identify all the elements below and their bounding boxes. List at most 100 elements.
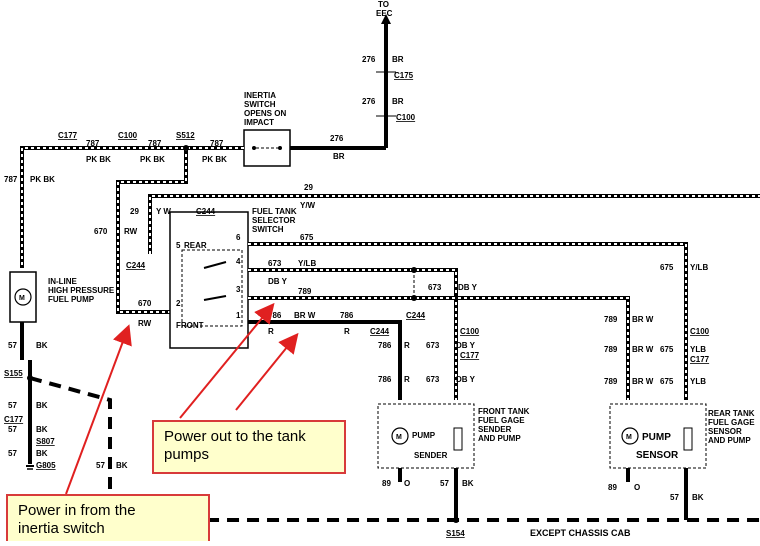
arrow-in (65, 324, 132, 495)
c244-sel: C244 (196, 207, 216, 216)
c244-673: C244 (406, 311, 426, 320)
c100-front: C100 (460, 327, 480, 336)
w29-b: 29 (304, 183, 313, 192)
inertia-switch (243, 129, 291, 167)
inertia-l2: SWITCH (244, 100, 276, 109)
callout-in-line2: inertia switch (18, 520, 105, 537)
brw-a: BR W (632, 315, 654, 324)
wire-673 (248, 267, 458, 400)
rt-l3: SENSOR (708, 427, 742, 436)
ft-l3: SENDER (478, 425, 512, 434)
dby-a: DB Y (268, 277, 288, 286)
rw-b: RW (138, 319, 152, 328)
c177-front: C177 (460, 351, 480, 360)
w786-b: 786 (340, 311, 354, 320)
ft-pump: PUMP (412, 431, 436, 440)
callout-power-out: Power out to the tank pumps (152, 420, 346, 474)
ft-l1: FRONT TANK (478, 407, 530, 416)
ylb-d: YLB (690, 377, 706, 386)
w675-b: 675 (660, 263, 674, 272)
callout-out-line1: Power out to the tank (164, 428, 306, 445)
w57-g: 57 (670, 493, 679, 502)
w787-c: 787 (210, 139, 224, 148)
pkbk-c: PK BK (202, 155, 227, 164)
n3: 3 (236, 285, 241, 294)
ft-m: M (396, 434, 402, 441)
inline-fuel-pump (9, 271, 37, 360)
rt-l4: AND PUMP (708, 436, 751, 445)
br-b: BR (392, 97, 404, 106)
c177-rear: C177 (690, 355, 710, 364)
s807-label: S807 (36, 437, 55, 446)
w787-a: 787 (86, 139, 100, 148)
w29-a: 29 (130, 207, 139, 216)
w789-a: 789 (298, 287, 312, 296)
pump-l3: FUEL PUMP (48, 295, 95, 304)
w786-a: 786 (268, 311, 282, 320)
o-a: O (404, 479, 410, 488)
brw-c: BR W (632, 377, 654, 386)
rt-m: M (626, 434, 632, 441)
callout-out-line2: pumps (164, 446, 210, 463)
s154-label: S154 (446, 529, 465, 538)
rt-sensor: SENSOR (636, 450, 679, 461)
inertia-l1: INERTIA (244, 91, 276, 100)
inertia-l3: OPENS ON (244, 109, 286, 118)
w670-a: 670 (94, 227, 108, 236)
g805-label: G805 (36, 461, 56, 470)
w675-d: 675 (660, 377, 674, 386)
w786-d: 786 (378, 375, 392, 384)
w673-b: 673 (428, 283, 442, 292)
pump-m: M (19, 295, 25, 302)
ft-l2: FUEL GAGE (478, 416, 525, 425)
rt-pump: PUMP (642, 432, 671, 443)
rear-label: REAR (184, 241, 207, 250)
brw-b: BR W (632, 345, 654, 354)
yw-b: Y/W (300, 201, 316, 210)
dby-b: DB Y (458, 283, 478, 292)
wire-787 (20, 145, 244, 314)
w673-a: 673 (268, 259, 282, 268)
c175-label: C175 (394, 71, 414, 80)
w789-b: 789 (604, 315, 618, 324)
dby-c: DB Y (456, 341, 476, 350)
arrow-out-2 (235, 332, 299, 411)
c100-rear: C100 (690, 327, 710, 336)
eec-feed (290, 14, 396, 150)
yw-a: Y W (156, 207, 171, 216)
pkbk-b: PK BK (140, 155, 165, 164)
c244-left: C244 (126, 261, 146, 270)
bk-b: BK (36, 401, 48, 410)
pump-l1: IN-LINE (48, 277, 78, 286)
n6: 6 (236, 233, 241, 242)
inertia-l4: IMPACT (244, 118, 274, 127)
bk-f: BK (462, 479, 474, 488)
w675-a: 675 (300, 233, 314, 242)
w276-c: 276 (330, 134, 344, 143)
w276-b: 276 (362, 97, 376, 106)
n5: 5 (176, 241, 181, 250)
ylb-a: Y/LB (690, 263, 708, 272)
rw-a: RW (124, 227, 138, 236)
front-tank-unit (377, 403, 475, 520)
sel-l3: SWITCH (252, 225, 284, 234)
ft-l4: AND PUMP (478, 434, 521, 443)
o-b: O (634, 483, 640, 492)
selector-switch (169, 211, 249, 349)
except-label: EXCEPT CHASSIS CAB (530, 528, 631, 538)
arrow-out-1 (179, 302, 275, 419)
sel-l1: FUEL TANK (252, 207, 297, 216)
w57-f: 57 (440, 479, 449, 488)
w57-d: 57 (8, 449, 17, 458)
sel-l2: SELECTOR (252, 216, 296, 225)
w57-e: 57 (96, 461, 105, 470)
n1: 1 (236, 311, 241, 320)
w89-b: 89 (608, 483, 617, 492)
dby-d: DB Y (456, 375, 476, 384)
br-a: BR (392, 55, 404, 64)
pkbk-a: PK BK (86, 155, 111, 164)
s512-label: S512 (176, 131, 195, 140)
pump-l2: HIGH PRESSURE (48, 286, 115, 295)
bk-d: BK (36, 449, 48, 458)
